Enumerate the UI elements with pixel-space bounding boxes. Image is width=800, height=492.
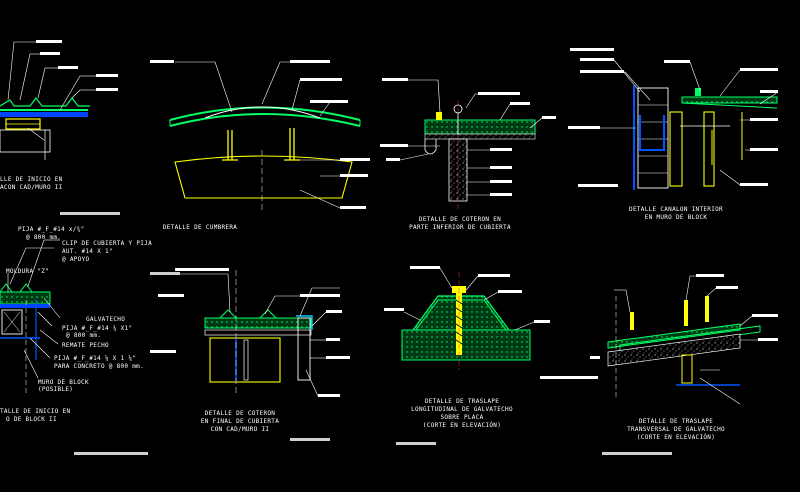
detail-5-note-concreto: PARA CONCRETO @ 800 mm. [54,363,144,370]
detail-5-note-clip-size: AUT. #14 X 1" [62,248,113,255]
detail-5-note-muro2: (POSIBLE) [38,386,74,393]
detail-5-note-pija3: PIJA #_F_#14 ¼ X 1 ¼" [54,355,137,362]
detail-2-caption: DETALLE DE CUMBRERA [162,224,238,231]
detail-5-note-clip: CLIP DE CUBIERTA Y PIJA [62,240,152,247]
detail-7-caption-line3: SOBRE PLACA [440,414,484,421]
detail-4-caption-line1: DETALLE CANALON INTERIOR [629,206,723,213]
detail-5-note-galvatecho: GALVATECHO [86,316,126,323]
detail-traslape-longitudinal [400,267,535,370]
detail-inicio-muro-block [0,239,61,395]
detail-1-caption-line1: LLE DE INICIO EN [0,176,63,183]
detail-5-note-pija2-spacing: @ 800 mm. [66,332,102,339]
detail-coteron-final [175,270,342,397]
detail-3-caption-line1: DETALLE DE COTERON EN [418,216,502,223]
detail-5-note-pija2: PIJA #_F_#14 ¾ X1" [62,325,133,332]
detail-6-caption-line2: EN FINAL DE CUBIERTA [200,418,280,425]
detail-8-caption-line1: DETALLE DE TRASLAPE [638,418,714,425]
detail-3-caption-line2: PARTE INFERIOR DE CUBIERTA [409,224,511,231]
detail-7-caption-line4: (CORTE EN ELEVACIÓN) [422,422,502,429]
detail-canalon-interior [580,59,779,190]
detail-5-note-remate: REMATE PECHO [62,342,109,349]
detail-1-caption-line2: ACON CAD/MURO II [0,184,63,191]
detail-5-note-pijas: PIJA #_F_#14 x/¾" [18,226,85,233]
detail-4-caption-line2: EN MURO DE BLOCK [644,214,708,221]
detail-6-caption-line1: DETALLE DE COTERON [204,410,276,417]
detail-6-caption-line3: CON CAD/MURO II [210,426,270,433]
detail-8-caption-line2: TRANSVERSAL DE GALVATECHO [627,426,725,433]
detail-7-caption-line2: LONGITUDINAL DE GALVATECHO [411,406,513,413]
detail-5-note-muro: MURO DE BLOCK [38,379,89,386]
detail-coteron-inferior [399,79,556,210]
detail-5-note-pijas-spacing: @ 800 mm. [26,234,62,241]
detail-5-caption-line1: TALLE DE INICIO EN [0,408,71,415]
detail-inicio-cad-muro [0,41,96,160]
detail-5-note-clip-at: @ APOYO [62,256,90,263]
detail-7-caption-line1: DETALLE DE TRASLAPE [424,398,500,405]
detail-cumbrera [169,61,361,210]
detail-5-note-moldura: MOLDURA "Z" [6,268,50,275]
detail-5-caption-line2: O DE BLOCK II [6,416,57,423]
detail-8-caption-line3: (CORTE EN ELEVACIÓN) [636,434,716,441]
detail-traslape-transversal [607,275,778,405]
